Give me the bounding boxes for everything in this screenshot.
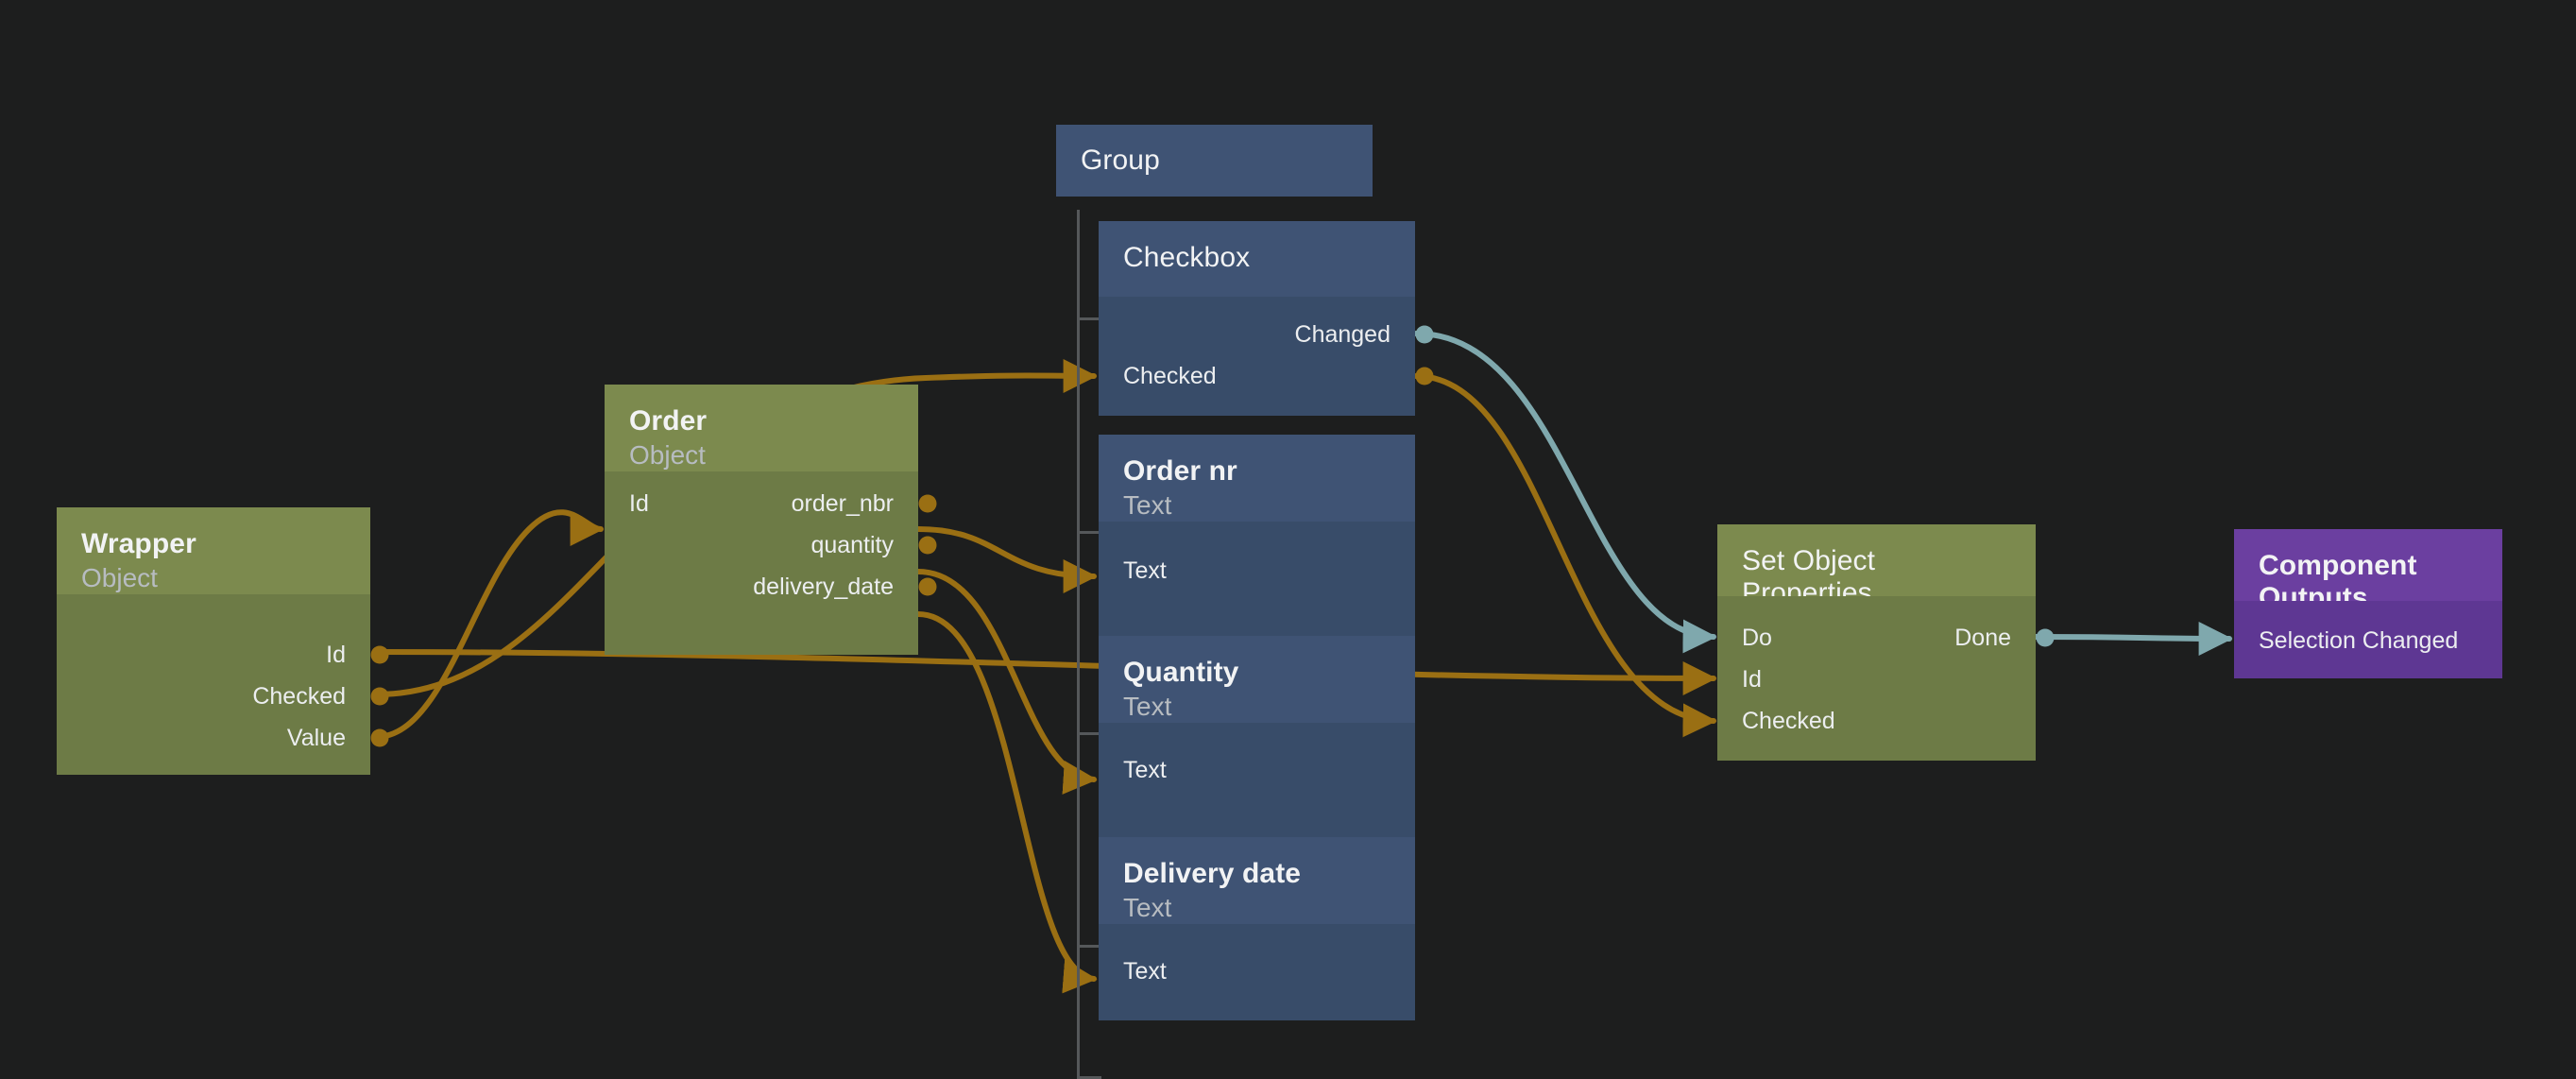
node-quantity-body: Text	[1099, 723, 1415, 840]
port-order-ordernbr-label: order_nbr	[791, 489, 894, 517]
port-order-row-1[interactable]: Id order_nbr	[605, 483, 937, 524]
node-checkbox-title: Checkbox	[1123, 242, 1251, 273]
node-group[interactable]: Group	[1056, 125, 1373, 197]
node-order-nr-title: Order nr	[1123, 455, 1237, 487]
port-sop-done-label: Done	[1954, 624, 2011, 651]
port-sop-checked[interactable]: Checked	[1717, 700, 2036, 742]
node-delivery-date[interactable]: Delivery date Text Text	[1099, 837, 1415, 1020]
port-order-deliverydate-label: delivery_date	[753, 573, 894, 600]
port-wrapper-checked[interactable]: Checked	[57, 676, 389, 717]
node-set-object-properties[interactable]: Set Object Properties Do Done Id Checked	[1717, 524, 2055, 761]
node-order-header: Order Object	[605, 385, 918, 471]
port-checkbox-changed-label: Changed	[1294, 320, 1390, 348]
port-order-nr-text-label: Text	[1123, 557, 1167, 584]
wire-order-deliverydate-to-deliverydate-text	[915, 611, 1098, 994]
port-order-nr-text[interactable]: Text	[1099, 550, 1415, 591]
node-component-outputs-body: Selection Changed	[2234, 601, 2502, 678]
port-wrapper-checked-label: Checked	[252, 682, 346, 710]
node-order-nr[interactable]: Order nr Text Text	[1099, 435, 1415, 650]
group-tree-tick-order-nr	[1077, 531, 1101, 534]
group-tree-vertical-line	[1077, 210, 1080, 1079]
port-checkbox-checked[interactable]: Checked	[1099, 355, 1434, 397]
wire-wrapper-id-to-sop-id	[373, 649, 1717, 695]
port-order-id-label: Id	[629, 489, 649, 517]
wire-wrapper-value-to-order-id	[373, 509, 605, 740]
node-wrapper-header: Wrapper Object	[57, 507, 370, 594]
port-component-outputs-selection-changed[interactable]: Selection Changed	[2234, 620, 2502, 661]
port-dot-checkbox-checked-out[interactable]	[1415, 367, 1434, 385]
port-checkbox-checked-label: Checked	[1123, 362, 1217, 389]
node-order[interactable]: Order Object Id order_nbr quantity deliv…	[605, 385, 937, 655]
port-order-deliverydate[interactable]: delivery_date	[605, 566, 937, 608]
port-quantity-text-label: Text	[1123, 756, 1167, 783]
port-dot-order-quantity[interactable]	[918, 536, 937, 555]
port-sop-id-label: Id	[1742, 665, 1762, 693]
wire-order-quantity-to-quantity-text	[915, 569, 1098, 795]
node-quantity-subtitle: Text	[1123, 691, 1172, 721]
node-order-nr-header: Order nr Text	[1099, 435, 1415, 522]
group-tree-tick-checkbox	[1077, 317, 1101, 320]
wire-order-ordernbr-to-ordernr-text	[915, 526, 1098, 593]
port-dot-checkbox-changed[interactable]	[1415, 325, 1434, 344]
wire-sop-done-to-component-outputs	[2033, 621, 2233, 656]
group-tree-tick-quantity	[1077, 732, 1101, 735]
port-delivery-date-text-label: Text	[1123, 957, 1167, 985]
node-wrapper-subtitle: Object	[81, 562, 158, 592]
node-group-header: Group	[1056, 125, 1373, 197]
port-wrapper-id-label: Id	[326, 641, 346, 668]
node-component-outputs[interactable]: Component Outputs Selection Changed	[2234, 529, 2502, 678]
port-sop-row-1[interactable]: Do Done	[1717, 617, 2055, 659]
node-quantity[interactable]: Quantity Text Text	[1099, 636, 1415, 840]
port-quantity-text[interactable]: Text	[1099, 749, 1415, 791]
node-checkbox-body: Changed Checked	[1099, 297, 1434, 416]
port-checkbox-changed[interactable]: Changed	[1099, 314, 1434, 355]
node-wrapper-title: Wrapper	[81, 528, 196, 559]
port-dot-wrapper-checked[interactable]	[370, 687, 389, 706]
port-dot-sop-done[interactable]	[2036, 628, 2055, 647]
port-dot-order-deliverydate[interactable]	[918, 577, 937, 596]
node-checkbox[interactable]: Checkbox Changed Checked	[1099, 221, 1434, 416]
node-delivery-date-title: Delivery date	[1123, 858, 1302, 889]
node-delivery-date-body: Text	[1099, 924, 1415, 1020]
port-order-quantity[interactable]: quantity	[605, 524, 937, 566]
node-checkbox-header: Checkbox	[1099, 221, 1415, 297]
node-delivery-date-header: Delivery date Text	[1099, 837, 1415, 924]
port-wrapper-value[interactable]: Value	[57, 717, 389, 759]
port-wrapper-id[interactable]: Id	[57, 634, 389, 676]
node-set-object-properties-body: Do Done Id Checked	[1717, 596, 2055, 761]
node-group-title: Group	[1081, 145, 1160, 177]
node-order-nr-subtitle: Text	[1123, 489, 1172, 520]
port-component-outputs-selection-changed-label: Selection Changed	[2259, 626, 2459, 654]
node-order-subtitle: Object	[629, 439, 706, 470]
node-quantity-title: Quantity	[1123, 657, 1239, 688]
node-order-title: Order	[629, 405, 708, 437]
node-wrapper-body: Id Checked Value	[57, 594, 389, 775]
group-tree-tick-delivery-date	[1077, 945, 1101, 948]
node-delivery-date-subtitle: Text	[1123, 892, 1172, 922]
node-wrapper[interactable]: Wrapper Object Id Checked Value	[57, 507, 389, 775]
port-dot-wrapper-id[interactable]	[370, 645, 389, 664]
port-dot-wrapper-value[interactable]	[370, 728, 389, 747]
node-set-object-properties-header: Set Object Properties	[1717, 524, 2036, 608]
port-sop-id[interactable]: Id	[1717, 659, 2036, 700]
node-order-nr-body: Text	[1099, 522, 1415, 650]
port-order-quantity-label: quantity	[810, 531, 894, 558]
node-component-outputs-header: Component Outputs	[2234, 529, 2502, 613]
port-wrapper-value-label: Value	[286, 724, 346, 751]
wire-checkbox-changed-to-sop-do	[1413, 331, 1717, 654]
node-quantity-header: Quantity Text	[1099, 636, 1415, 723]
wire-checkbox-checked-to-sop-checked	[1413, 373, 1717, 738]
node-order-body: Id order_nbr quantity delivery_date	[605, 471, 937, 655]
port-delivery-date-text[interactable]: Text	[1099, 951, 1415, 992]
port-sop-do-label: Do	[1742, 624, 1772, 651]
port-sop-checked-label: Checked	[1742, 707, 1835, 734]
port-dot-order-ordernbr[interactable]	[918, 494, 937, 513]
